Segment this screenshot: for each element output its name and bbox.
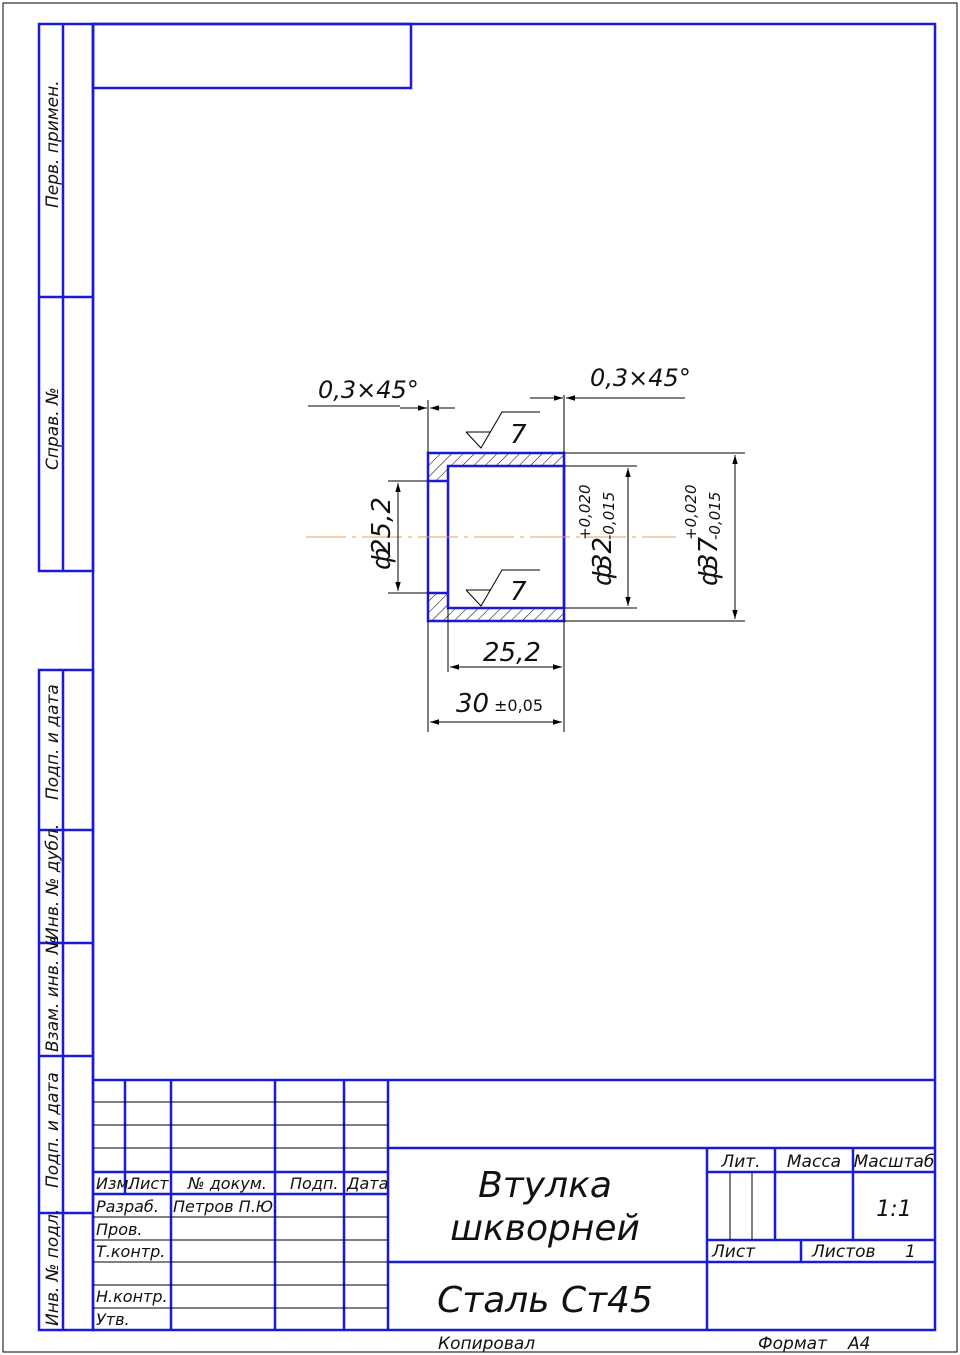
tb-scale-value: 1:1 (876, 1197, 911, 1222)
dim-len-inner-label: 25,2 (483, 638, 541, 668)
side-stamp (37, 22, 95, 1332)
dim-len-total-tol: ±0,05 (494, 696, 543, 715)
footer-format-label: Формат (758, 1334, 828, 1354)
tb-listov-label: Листов (811, 1242, 876, 1262)
part-drawing: 0,3×45° 0,3×45° 7 7 ф 25,2 ф 32 +0,020 -… (306, 364, 745, 732)
dim-dia-mid-tol-upper: +0,020 (576, 484, 594, 540)
tb-col-izm: Изм. (96, 1174, 134, 1193)
roughness-bottom-symbol (465, 569, 540, 607)
tb-col-podp: Подп. (290, 1174, 338, 1193)
side-label-podp-data-2: Подп. и дата (43, 1072, 63, 1188)
roughness-top-label: 7 (510, 420, 527, 450)
tb-row-utv: Утв. (96, 1310, 130, 1329)
tb-massa-label: Масса (787, 1152, 841, 1172)
dim-dia-outer-prefix: ф (694, 564, 724, 586)
dim-dia-mid-prefix: ф (588, 564, 618, 586)
chamfer-left-label: 0,3×45° (318, 376, 419, 404)
chamfer-right-label: 0,3×45° (590, 364, 691, 392)
side-label-perv-primen: Перв. примен. (43, 80, 63, 208)
title-block-thin-lines (93, 1101, 753, 1309)
tb-lit-label: Лит. (720, 1152, 760, 1172)
tb-row-razrab-name: Петров П.Ю. (173, 1197, 278, 1216)
footer-format-value: А4 (847, 1334, 870, 1354)
tb-row-prov: Пров. (96, 1220, 143, 1239)
dim-len-total-label: 30 (456, 689, 489, 719)
roughness-top-symbol (465, 411, 540, 449)
tb-listov-value: 1 (905, 1242, 916, 1262)
side-label-vzam-inv: Взам. инв. № (43, 937, 63, 1052)
side-label-podp-data-1: Подп. и дата (43, 684, 63, 800)
roughness-bottom-label: 7 (510, 577, 527, 607)
tb-row-tkontr: Т.контр. (96, 1242, 165, 1261)
main-frame (91, 22, 937, 1332)
dim-dia-outer-tol-upper: +0,020 (682, 484, 700, 540)
dim-dia-inner-prefix: ф (367, 548, 397, 570)
top-left-stamp-box (91, 22, 413, 90)
tb-part-name-line1: Втулка (478, 1165, 612, 1206)
hatch-left-top (428, 466, 448, 481)
tb-material: Сталь Ст45 (437, 1280, 653, 1321)
dim-dia-outer-label: 37 (694, 536, 724, 570)
tb-col-docum: № докум. (187, 1174, 267, 1193)
dim-dia-inner-label: 25,2 (367, 497, 397, 555)
side-label-inv-dubl: Инв. № дубл. (43, 824, 63, 940)
tb-col-list: Лист (127, 1174, 169, 1193)
hatch-top (428, 453, 564, 466)
side-label-sprav-no: Справ. № (43, 387, 63, 470)
footer-kopiroval: Копировал (438, 1334, 535, 1354)
title-block-grid (93, 1078, 935, 1330)
tb-row-nkontr: Н.контр. (96, 1287, 168, 1306)
dim-dia-outer-tol-lower: -0,015 (706, 492, 724, 540)
tb-col-data: Дата (346, 1174, 388, 1193)
side-label-inv-podl: Инв. № подл. (43, 1209, 63, 1326)
tb-part-name-line2: шкворней (450, 1208, 640, 1249)
dim-dia-mid-tol-lower: -0,015 (600, 492, 618, 540)
tb-masshtab-label: Масштаб (854, 1152, 935, 1172)
hatch-bottom (428, 608, 564, 621)
dim-dia-mid-label: 32 (588, 537, 618, 570)
hatch-left-bottom (428, 593, 448, 608)
tb-row-razrab: Разраб. (96, 1197, 159, 1216)
tb-list-label: Лист (711, 1242, 756, 1262)
